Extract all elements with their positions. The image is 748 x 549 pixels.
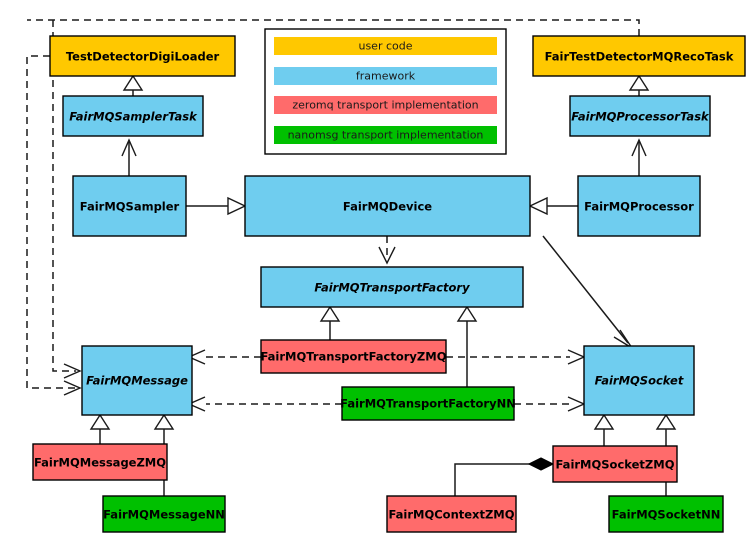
- node-FairMQTransportFactoryNN[interactable]: FairMQTransportFactoryNN: [340, 386, 516, 421]
- legend-item-zeromq: zeromq transport implementation: [274, 96, 497, 114]
- node-label: FairMQContextZMQ: [388, 508, 514, 522]
- node-label: FairMQSocket: [595, 374, 684, 388]
- legend-label: zeromq transport implementation: [292, 99, 478, 112]
- node-label: FairMQTransportFactoryZMQ: [260, 350, 446, 364]
- node-box[interactable]: [577, 175, 701, 237]
- node-box[interactable]: [583, 345, 695, 416]
- node-label: FairTestDetectorMQRecoTask: [545, 50, 734, 64]
- node-box[interactable]: [552, 445, 678, 483]
- node-box[interactable]: [341, 386, 515, 421]
- legend-swatch-user-code: [274, 37, 497, 55]
- legend-item-nanomsg: nanomsg transport implementation: [274, 126, 497, 144]
- node-box[interactable]: [386, 495, 517, 533]
- node-layer: TestDetectorDigiLoader FairMQSamplerTask…: [32, 35, 746, 533]
- node-label: FairMQSocketNN: [612, 508, 721, 522]
- node-FairMQTransportFactory[interactable]: FairMQTransportFactory: [260, 266, 524, 308]
- node-FairMQMessageZMQ[interactable]: FairMQMessageZMQ: [32, 443, 168, 481]
- legend-label: nanomsg transport implementation: [288, 129, 484, 142]
- node-box[interactable]: [81, 345, 193, 416]
- edge-processortask-generalizes-recotask: [628, 74, 650, 96]
- legend-item-user-code: user code: [274, 37, 497, 55]
- node-label: FairMQMessageNN: [103, 508, 225, 522]
- node-FairMQProcessor[interactable]: FairMQProcessor: [577, 175, 701, 237]
- node-label: FairMQMessage: [86, 374, 188, 388]
- edge-socketzmq-generalizes-socket: [593, 413, 615, 446]
- legend-swatch-framework: [274, 67, 497, 85]
- node-FairMQTransportFactoryZMQ[interactable]: FairMQTransportFactoryZMQ: [260, 339, 447, 374]
- node-label: TestDetectorDigiLoader: [66, 50, 220, 64]
- node-box[interactable]: [62, 95, 204, 137]
- node-box[interactable]: [260, 266, 524, 308]
- edge-contextzmq-composes-socketzmq: [454, 457, 555, 496]
- node-FairMQSamplerTask[interactable]: FairMQSamplerTask: [62, 95, 204, 137]
- node-box[interactable]: [569, 95, 711, 137]
- edge-messagezmq-generalizes-message: [89, 413, 111, 444]
- node-box[interactable]: [608, 495, 724, 533]
- legend: user code framework zeromq transport imp…: [264, 28, 507, 155]
- edge-digiloader-to-message: [26, 55, 82, 396]
- node-box[interactable]: [72, 175, 187, 237]
- node-label: FairMQTransportFactoryNN: [340, 397, 516, 411]
- legend-swatch-nanomsg: [274, 126, 497, 144]
- edge-sampler-to-samplertask: [121, 138, 137, 176]
- edge-tfzmq-generalizes-tf: [319, 305, 341, 340]
- node-FairMQMessage[interactable]: FairMQMessage: [81, 345, 193, 416]
- edge-samplertask-generalizes-digiloader: [122, 74, 144, 96]
- node-label: FairMQProcessor: [584, 200, 694, 214]
- node-box[interactable]: [32, 443, 168, 481]
- node-FairMQSampler[interactable]: FairMQSampler: [72, 175, 187, 237]
- node-label: FairMQMessageZMQ: [34, 456, 166, 470]
- node-label: FairMQDevice: [343, 200, 432, 214]
- node-TestDetectorDigiLoader[interactable]: TestDetectorDigiLoader: [49, 35, 236, 77]
- legend-label: user code: [358, 40, 412, 53]
- node-box[interactable]: [260, 339, 447, 374]
- node-label: FairMQSocketZMQ: [556, 458, 675, 472]
- edge-recotask-to-message: [27, 19, 640, 379]
- legend-swatch-zeromq: [274, 96, 497, 114]
- node-FairMQContextZMQ[interactable]: FairMQContextZMQ: [386, 495, 517, 533]
- legend-item-framework: framework: [274, 67, 497, 85]
- edge-processor-generalizes-device: [528, 196, 578, 216]
- node-box[interactable]: [102, 495, 226, 533]
- node-FairMQProcessorTask[interactable]: FairMQProcessorTask: [569, 95, 711, 137]
- node-label: FairMQSampler: [80, 200, 180, 214]
- node-box[interactable]: [49, 35, 236, 77]
- edge-processor-to-processortask: [631, 138, 647, 176]
- node-label: FairMQProcessorTask: [571, 110, 710, 124]
- node-box[interactable]: [244, 175, 531, 237]
- node-label: FairMQTransportFactory: [314, 281, 470, 295]
- node-FairMQDevice[interactable]: FairMQDevice: [244, 175, 531, 237]
- node-FairMQSocketNN[interactable]: FairMQSocketNN: [608, 495, 724, 533]
- node-FairMQMessageNN[interactable]: FairMQMessageNN: [102, 495, 226, 533]
- edge-sampler-generalizes-device: [186, 196, 247, 216]
- legend-label: framework: [356, 70, 416, 83]
- node-FairMQSocketZMQ[interactable]: FairMQSocketZMQ: [552, 445, 678, 483]
- edge-device-to-transportfactory: [378, 236, 396, 265]
- node-FairMQSocket[interactable]: FairMQSocket: [583, 345, 695, 416]
- edge-tfnn-generalizes-tf: [456, 305, 478, 387]
- node-label: FairMQSamplerTask: [69, 110, 198, 124]
- node-FairTestDetectorMQRecoTask[interactable]: FairTestDetectorMQRecoTask: [532, 35, 746, 77]
- node-box[interactable]: [532, 35, 746, 77]
- edge-layer: FairMQSocket (directed association, diag…: [26, 19, 677, 496]
